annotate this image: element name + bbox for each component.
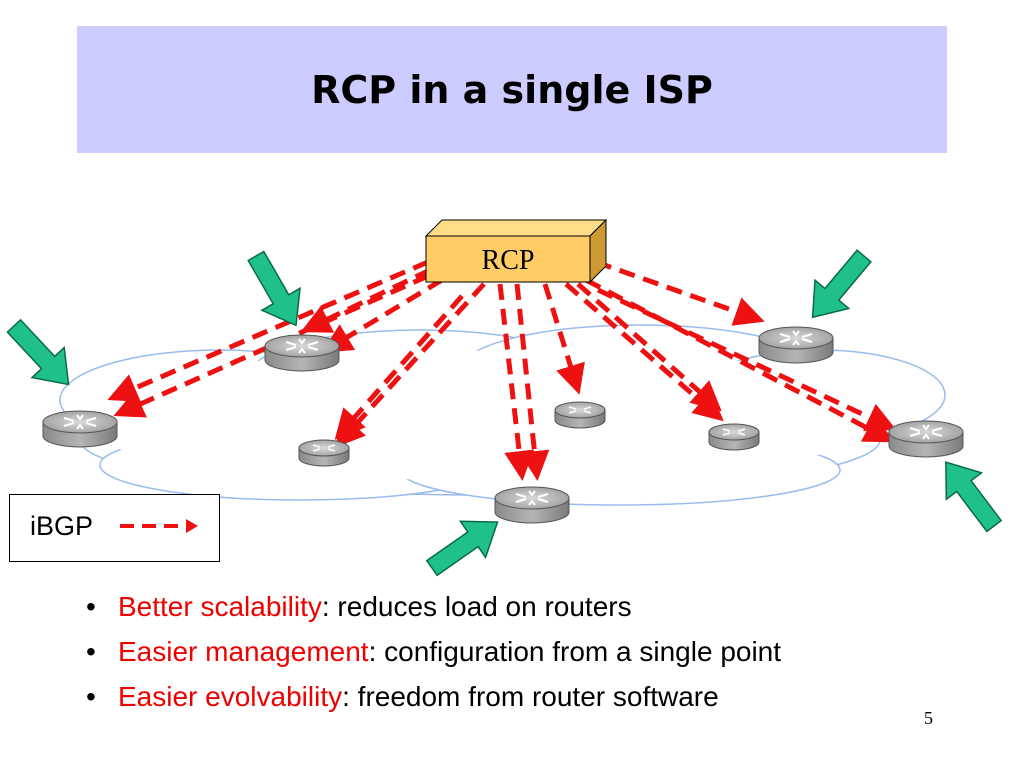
ibgp-arrow (576, 282, 722, 412)
legend-ibgp-label: iBGP (30, 511, 94, 541)
bullet-item: Easier evolvability: freedom from router… (86, 674, 781, 719)
bullet-highlight: Better scalability (118, 591, 322, 622)
router (708, 423, 760, 451)
network-diagram: RCP (6, 218, 1003, 577)
router (888, 420, 964, 458)
pointer-arrow (811, 249, 872, 319)
bullet-text: : configuration from a single point (368, 636, 782, 667)
pointer-arrow (425, 520, 499, 577)
pointer-arrow (6, 318, 70, 386)
pointer-arrows (6, 249, 1003, 577)
slide-title: RCP in a single ISP (311, 67, 713, 112)
bullet-highlight: Easier management (118, 636, 369, 667)
bullet-item: Better scalability: reduces load on rout… (86, 584, 781, 629)
rcp-label: RCP (482, 245, 535, 276)
rcp-server: RCP (424, 218, 608, 284)
legend: iBGP (9, 494, 220, 562)
ibgp-arrow (514, 283, 550, 481)
ibgp-arrow (595, 259, 765, 326)
bullet-text: : reduces load on routers (321, 591, 632, 622)
ibgp-arrow (542, 283, 585, 395)
title-bar: RCP in a single ISP (77, 26, 947, 153)
router (494, 486, 570, 524)
ibgp-arrow (300, 267, 432, 333)
ibgp-arrow (321, 277, 444, 353)
ibgp-arrow (584, 277, 895, 443)
router (264, 334, 340, 372)
ibgp-arrow (113, 273, 430, 418)
ibgp-arrow (107, 259, 429, 402)
router (554, 401, 606, 429)
router (42, 410, 118, 448)
pointer-arrow (945, 461, 1003, 533)
ibgp-arrow (596, 287, 897, 431)
bullet-list: Better scalability: reduces load on rout… (86, 584, 781, 719)
ibgp-arrow (334, 282, 486, 448)
ibgp-arrow (334, 294, 464, 440)
router (758, 326, 834, 364)
pointer-arrow (247, 250, 301, 327)
ibgp-arrow (564, 282, 724, 422)
page-number: 5 (924, 708, 933, 728)
bullet-highlight: Easier evolvability (118, 681, 343, 712)
router (298, 439, 350, 467)
ibgp-arrow (497, 283, 535, 481)
bullet-text: : freedom from router software (342, 681, 719, 712)
ibgp-sessions (107, 259, 897, 481)
ibgp-legend-arrow-icon (120, 519, 198, 533)
bullet-item: Easier management: configuration from a … (86, 629, 781, 674)
